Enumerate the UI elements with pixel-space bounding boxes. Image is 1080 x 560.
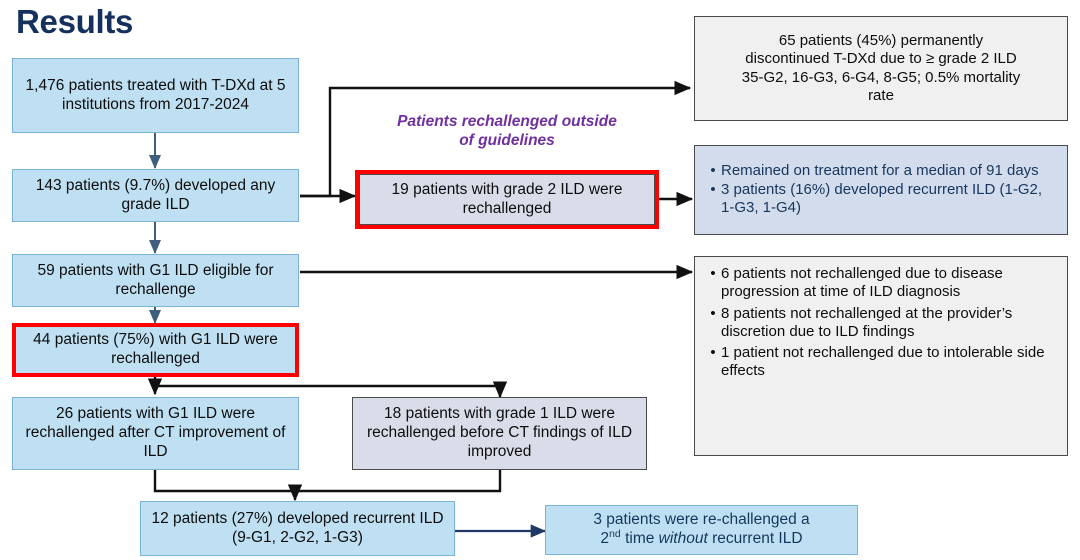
node-second-rechallenge-line2-pre: 2 bbox=[600, 530, 610, 547]
node-not-rechallenged-bullet-0: 6 patients not rechallenged due to disea… bbox=[721, 265, 1003, 301]
caption-outside-guidelines: Patients rechallenged outside of guideli… bbox=[357, 113, 657, 151]
node-not-rechallenged: • 6 patients not rechallenged due to dis… bbox=[694, 256, 1068, 456]
page-title: Results bbox=[16, 3, 134, 40]
list-item: • 1 patient not rechallenged due to into… bbox=[705, 344, 1055, 381]
node-any-grade-ild: 143 patients (9.7%) developed any grade … bbox=[12, 169, 299, 222]
bullet-icon: • bbox=[710, 304, 716, 322]
node-not-rechallenged-list: • 6 patients not rechallenged due to dis… bbox=[701, 259, 1061, 386]
node-discontinued: 65 patients (45%) permanently discontinu… bbox=[694, 16, 1068, 121]
node-g1-rechallenged-text: 44 patients (75%) with G1 ILD were recha… bbox=[33, 331, 278, 367]
list-item: • 6 patients not rechallenged due to dis… bbox=[705, 265, 1055, 302]
node-after-ct: 26 patients with G1 ILD were rechallenge… bbox=[12, 397, 299, 470]
list-item: • 8 patients not rechallenged at the pro… bbox=[705, 305, 1055, 342]
list-item: • 3 patients (16%) developed recurrent I… bbox=[705, 181, 1055, 218]
node-g2-outcomes-bullet-1: 3 patients (16%) developed recurrent ILD… bbox=[721, 180, 1042, 217]
node-any-grade-ild-text: 143 patients (9.7%) developed any grade … bbox=[35, 176, 276, 213]
bullet-icon: • bbox=[710, 344, 716, 362]
node-discontinued-text: 65 patients (45%) permanently discontinu… bbox=[701, 32, 1061, 105]
node-before-ct: 18 patients with grade 1 ILD were rechal… bbox=[352, 397, 647, 470]
node-g2-outcomes-list: • Remained on treatment for a median of … bbox=[701, 158, 1061, 223]
bullet-icon: • bbox=[710, 180, 716, 198]
node-second-rechallenge-line2-sup: nd bbox=[609, 527, 621, 540]
node-discontinued-line1: 65 patients (45%) permanently bbox=[778, 31, 984, 49]
node-second-rechallenge-line1: 3 patients were re-challenged a bbox=[593, 511, 810, 529]
list-item: • Remained on treatment for a median of … bbox=[705, 162, 1055, 180]
node-g2-outcomes-bullet-0: Remained on treatment for a median of 91… bbox=[721, 161, 1039, 179]
node-not-rechallenged-bullet-2: 1 patient not rechallenged due to intole… bbox=[721, 344, 1045, 380]
node-g2-rechallenged-text: 19 patients with grade 2 ILD were rechal… bbox=[391, 180, 623, 217]
node-g2-rechallenged-highlighted: 19 patients with grade 2 ILD were rechal… bbox=[355, 170, 659, 229]
node-discontinued-line2: discontinued T-DXd due to ≥ grade 2 ILD bbox=[745, 50, 1017, 68]
node-g1-rechallenged-highlighted: 44 patients (75%) with G1 ILD were recha… bbox=[12, 323, 299, 377]
node-g2-outcomes: • Remained on treatment for a median of … bbox=[694, 145, 1068, 235]
caption-line1: Patients rechallenged outside bbox=[397, 113, 617, 130]
node-second-rechallenge-line2-em: without bbox=[658, 530, 708, 547]
node-recurrent-ild: 12 patients (27%) developed recurrent IL… bbox=[140, 501, 455, 556]
node-not-rechallenged-bullet-1: 8 patients not rechallenged at the provi… bbox=[721, 304, 1013, 340]
node-g1-eligible-text: 59 patients with G1 ILD eligible for rec… bbox=[37, 261, 274, 298]
bullet-icon: • bbox=[710, 265, 716, 282]
node-before-ct-text: 18 patients with grade 1 ILD were rechal… bbox=[366, 405, 633, 460]
node-cohort: 1,476 patients treated with T-DXd at 5 i… bbox=[12, 58, 299, 133]
bullet-icon: • bbox=[710, 161, 716, 179]
node-discontinued-line4: rate bbox=[868, 86, 894, 104]
node-discontinued-line3: 35-G2, 16-G3, 6-G4, 8-G5; 0.5% mortality bbox=[741, 68, 1021, 86]
node-after-ct-text: 26 patients with G1 ILD were rechallenge… bbox=[25, 405, 286, 460]
caption-line2: of guidelines bbox=[459, 131, 555, 149]
node-recurrent-ild-text: 12 patients (27%) developed recurrent IL… bbox=[151, 509, 444, 546]
node-second-rechallenge-line2-mid: time bbox=[620, 530, 659, 547]
node-cohort-text: 1,476 patients treated with T-DXd at 5 i… bbox=[25, 76, 286, 113]
node-g2-rechallenged-inner: 19 patients with grade 2 ILD were rechal… bbox=[359, 174, 655, 225]
node-g1-eligible: 59 patients with G1 ILD eligible for rec… bbox=[12, 254, 299, 307]
node-second-rechallenge-line2-post: recurrent ILD bbox=[707, 530, 803, 547]
